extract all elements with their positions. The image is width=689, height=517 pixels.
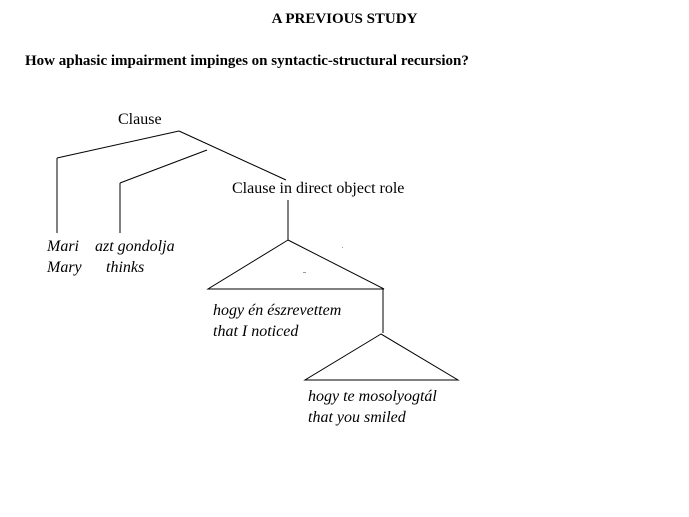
triangle-clause1 [206, 239, 385, 290]
scan-speck [342, 247, 343, 248]
leaf-subject-hungarian: Mari [47, 238, 79, 255]
leaf-clause2: hogy te mosolyogtál that you smiled [308, 386, 437, 428]
leaf-clause1-english: that I noticed [213, 323, 299, 340]
leaf-verb-hungarian: azt gondolja [95, 238, 175, 255]
triangle-clause2 [303, 333, 460, 381]
node-label-object-clause: Clause in direct object role [232, 180, 405, 197]
leaf-verb: azt gondolja thinks [95, 236, 175, 278]
leaf-verb-english: thinks [106, 259, 145, 276]
leaf-clause1-hungarian: hogy én észrevettem [213, 302, 342, 319]
slide-title: A PREVIOUS STUDY [271, 11, 418, 27]
leaf-clause2-english: that you smiled [308, 409, 406, 426]
leaf-clause2-hungarian: hogy te mosolyogtál [308, 388, 437, 405]
leaf-clause1: hogy én észrevettem that I noticed [213, 300, 341, 342]
scan-speck [303, 272, 306, 273]
node-label-clause: Clause [118, 111, 162, 128]
leaf-subject-english: Mary [47, 259, 82, 276]
leaf-subject: Mari Mary [47, 236, 82, 278]
branch-root-right [178, 130, 287, 181]
branch-root-left [56, 130, 180, 159]
branch-verb-slant [119, 149, 208, 184]
slide-subtitle: How aphasic impairment impinges on synta… [25, 53, 469, 69]
